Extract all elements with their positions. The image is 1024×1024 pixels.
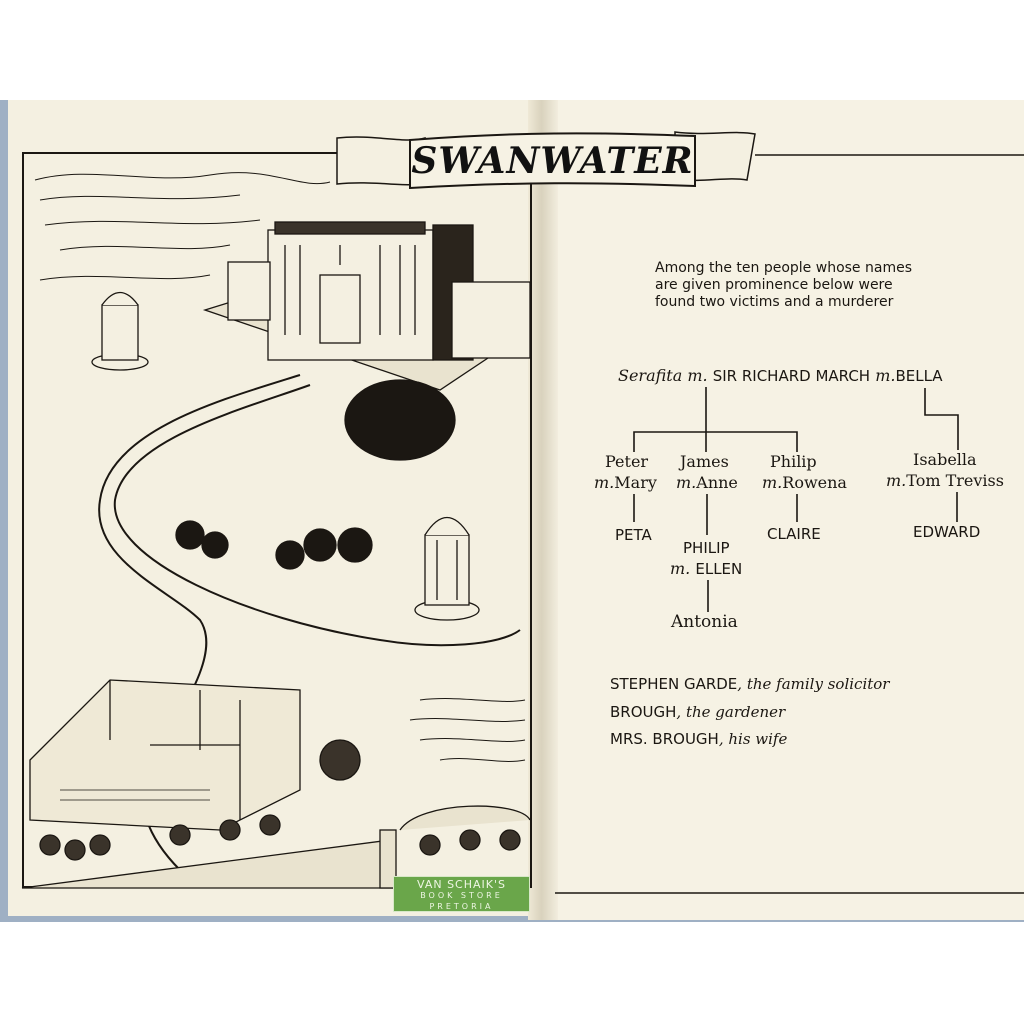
person-name: BROUGH [610, 703, 677, 721]
married-marker: m. [875, 366, 896, 385]
other-person-brough: BROUGH, the gardener [610, 702, 785, 721]
person-tom-treviss: Tom Treviss [906, 471, 1004, 490]
spouse-ellen: m. ELLEN [670, 559, 742, 578]
person-bella: BELLA [895, 367, 943, 385]
married-marker: m. [762, 473, 783, 492]
spouse-tom-treviss: m.Tom Treviss [886, 471, 1004, 490]
other-person-mrs-brough: MRS. BROUGH, his wife [610, 729, 787, 748]
person-name: STEPHEN GARDE [610, 675, 738, 693]
person-ellen: ELLEN [695, 560, 743, 578]
person-james: James [680, 452, 729, 471]
person-edward: EDWARD [913, 523, 981, 541]
bookseller-label: VAN SCHAIK'S BOOK STORE PRETORIA [393, 876, 530, 912]
person-serafita: Serafita [618, 366, 683, 385]
manor-house [202, 221, 532, 391]
right-endpaper [540, 100, 1024, 920]
title-banner [336, 131, 756, 190]
person-rowena: Rowena [782, 473, 847, 492]
person-role: , the family solicitor [737, 675, 890, 693]
book-gutter [528, 100, 558, 920]
person-mary: Mary [614, 473, 657, 492]
married-marker: m. [886, 471, 907, 490]
person-role: , the gardener [676, 703, 786, 721]
family-tree-root: Serafita m. SIR RICHARD MARCH m.BELLA [618, 366, 943, 385]
person-antonia: Antonia [671, 612, 738, 632]
person-peter: Peter [605, 452, 649, 471]
spouse-mary: m.Mary [594, 473, 657, 492]
stable-block [29, 679, 301, 831]
married-marker: m. [687, 366, 708, 385]
bookseller-city: PRETORIA [429, 902, 494, 911]
person-name: MRS. BROUGH [610, 730, 719, 748]
bookseller-type: BOOK STORE [420, 891, 503, 900]
intro-line-1: Among the ten people whose names [655, 260, 912, 276]
right-page-frame [555, 154, 1024, 894]
person-philip-junior: PHILIP [683, 539, 730, 557]
intro-line-3: found two victims and a murderer [655, 294, 894, 310]
bookseller-name: VAN SCHAIK'S [417, 878, 506, 891]
trees [175, 379, 456, 570]
person-isabella: Isabella [913, 450, 977, 469]
lake-water [34, 172, 526, 762]
person-claire: CLAIRE [767, 525, 821, 543]
married-marker: m. [676, 473, 697, 492]
temple-folly [91, 291, 480, 621]
person-philip: Philip [770, 452, 817, 471]
person-role: , his wife [718, 730, 788, 748]
person-peta: PETA [615, 526, 652, 544]
garden-wall [21, 805, 531, 889]
other-person-stephen-garde: STEPHEN GARDE, the family solicitor [610, 674, 889, 693]
intro-line-2: are given prominence below were [655, 277, 893, 293]
married-marker: m. [594, 473, 615, 492]
hedges [39, 739, 521, 861]
spouse-rowena: m.Rowena [762, 473, 847, 492]
person-anne: Anne [696, 473, 738, 492]
family-tree-lines [633, 387, 959, 612]
map-title: SWANWATER [411, 140, 694, 182]
married-marker: m. [670, 559, 691, 578]
spouse-anne: m.Anne [676, 473, 738, 492]
person-sir-richard-march: SIR RICHARD MARCH [712, 367, 871, 385]
